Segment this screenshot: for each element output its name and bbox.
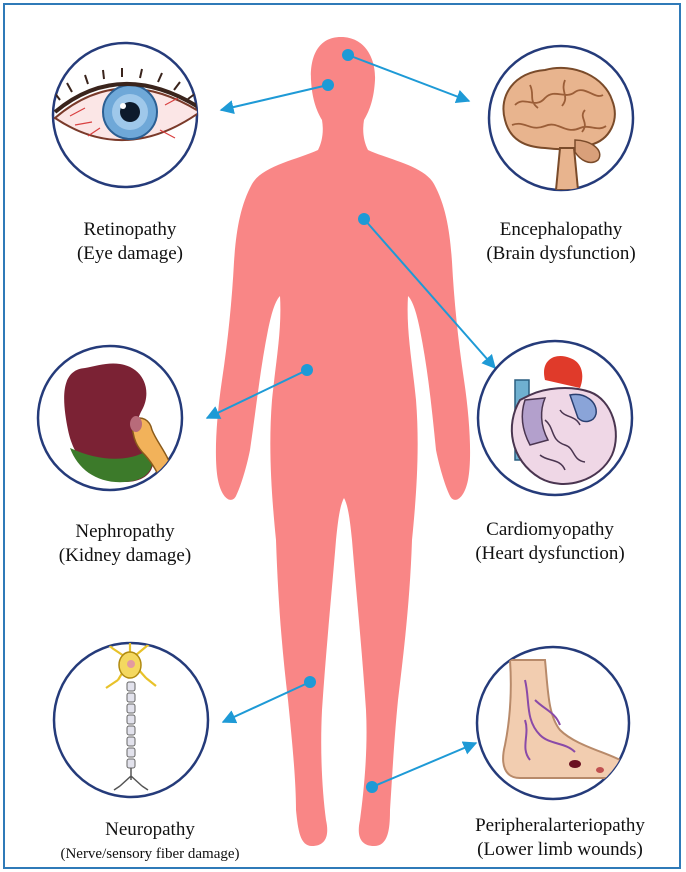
label-cardiomyopathy-sub: (Heart dysfunction) — [455, 542, 645, 566]
label-cardiomyopathy-title: Cardiomyopathy — [455, 518, 645, 542]
label-retinopathy-sub: (Eye damage) — [60, 242, 200, 266]
label-encephalopathy-sub: (Brain dysfunction) — [466, 242, 656, 266]
neuron-icon — [54, 640, 208, 797]
label-nephropathy: Nephropathy (Kidney damage) — [40, 520, 210, 568]
label-encephalopathy-title: Encephalopathy — [466, 218, 656, 242]
label-nephropathy-sub: (Kidney damage) — [40, 544, 210, 568]
label-cardiomyopathy: Cardiomyopathy (Heart dysfunction) — [455, 518, 645, 566]
heart-icon — [478, 341, 632, 495]
foot-icon — [477, 647, 629, 799]
label-nephropathy-title: Nephropathy — [40, 520, 210, 544]
label-neuropathy-sub: (Nerve/sensory fiber damage) — [30, 842, 270, 866]
body-shape — [216, 37, 470, 846]
label-peripheral-title: Peripheralarteriopathy — [450, 814, 670, 838]
human-silhouette — [216, 37, 470, 846]
arrow-to-eye — [221, 85, 328, 110]
label-retinopathy: Retinopathy (Eye damage) — [60, 218, 200, 266]
label-retinopathy-title: Retinopathy — [60, 218, 200, 242]
label-neuropathy-title: Neuropathy — [30, 818, 270, 842]
label-peripheral-sub: (Lower limb wounds) — [450, 838, 670, 862]
label-encephalopathy: Encephalopathy (Brain dysfunction) — [466, 218, 656, 266]
kidney-icon — [38, 346, 182, 500]
brain-icon — [489, 46, 633, 190]
label-peripheral: Peripheralarteriopathy (Lower limb wound… — [450, 814, 670, 862]
label-neuropathy: Neuropathy (Nerve/sensory fiber damage) — [30, 818, 270, 866]
eye-icon — [53, 43, 200, 187]
